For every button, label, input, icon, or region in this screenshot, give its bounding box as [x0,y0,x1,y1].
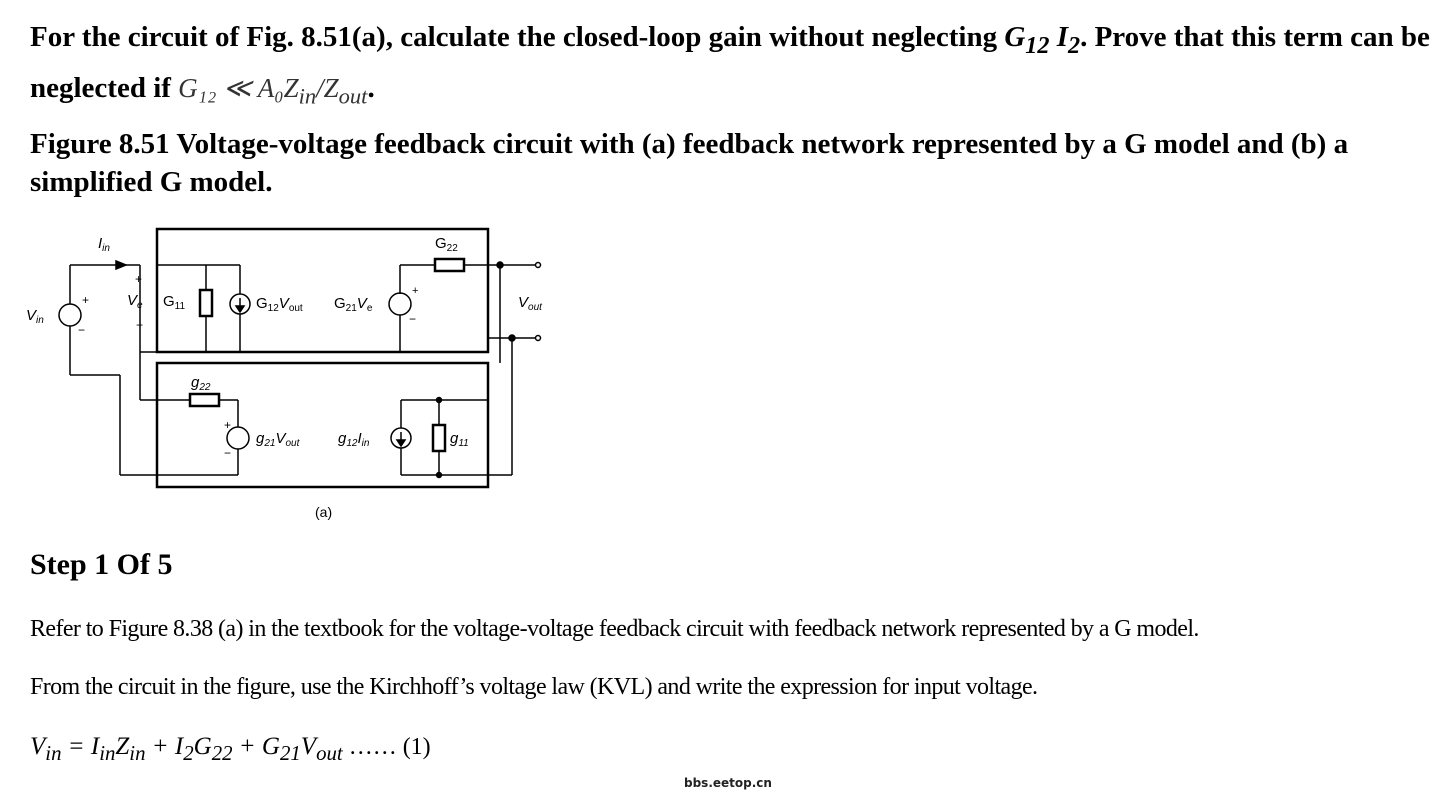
svg-text:Iin: Iin [98,235,110,254]
svg-text:−: − [409,312,416,326]
svg-text:g12Iin: g12Iin [338,430,370,449]
equation-tag: …… (1) [342,734,431,760]
svg-text:+: + [412,285,418,297]
svg-text:G11: G11 [163,293,185,312]
svg-text:−: − [136,318,143,332]
condition-expression: G₁₂ ≪ A₀Zin/Zout [178,72,368,109]
svg-text:G21Ve: G21Ve [334,295,373,314]
svg-text:g11: g11 [450,430,469,449]
figure-caption: Figure 8.51 Voltage-voltage feedback cir… [30,128,1349,198]
svg-text:Vout: Vout [518,294,543,313]
svg-text:+: + [135,272,142,286]
g-model-box-bottom [155,361,490,489]
svg-text:G12Vout: G12Vout [256,295,303,314]
g11-resistor [198,288,214,318]
svg-text:(a): (a) [315,504,332,520]
g11-resistor [431,423,447,453]
paragraph-2: From the circuit in the figure, use the … [30,674,1038,700]
paragraph-1: Refer to Figure 8.38 (a) in the textbook… [30,616,1199,642]
g22-resistor [188,392,221,408]
svg-text:−: − [224,446,231,460]
circuit-figure: Iin Vin + − + Ve − G11 G12Vout G21Ve + −… [26,227,543,520]
svg-text:+: + [82,293,89,307]
svg-text:g21Vout: g21Vout [256,430,301,449]
svg-text:Ve: Ve [127,292,143,311]
svg-text:G22: G22 [435,235,458,254]
g-model-box-top [155,227,490,354]
watermark-text: bbs.eetop.cn [684,776,772,790]
term-g12: G12 I2 [1004,21,1081,59]
g21-voltage-source [388,292,412,316]
step-heading: Step 1 Of 5 [30,548,173,581]
G22-resistor [433,257,466,273]
equation-1: Vin = IinZin + I2G22 + G21Vout …… (1) [30,733,431,765]
svg-text:+: + [224,418,231,432]
current-arrow [115,259,129,271]
svg-text:−: − [78,323,85,337]
question-text: For the circuit of Fig. 8.51(a), calcula… [30,21,1430,109]
svg-text:g22: g22 [191,374,211,393]
svg-text:Vin: Vin [26,307,44,326]
